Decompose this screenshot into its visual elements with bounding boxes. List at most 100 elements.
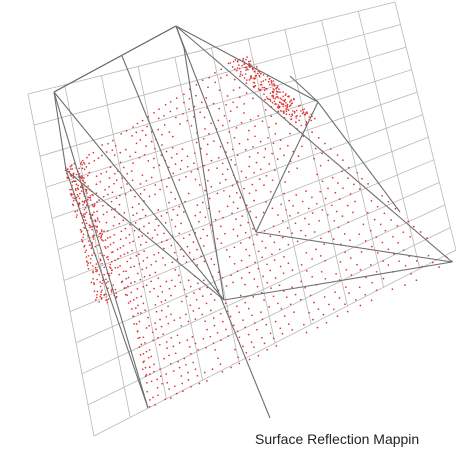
reflection-point xyxy=(125,286,127,289)
reflection-point xyxy=(199,237,202,240)
reflection-point xyxy=(113,154,116,156)
reflection-point xyxy=(236,67,239,69)
reflection-point xyxy=(231,184,234,187)
reflection-point xyxy=(173,319,176,322)
reflection-point xyxy=(188,108,190,111)
reflection-point xyxy=(335,210,338,213)
reflection-point xyxy=(251,314,253,317)
reflection-point xyxy=(278,107,280,109)
reflection-point xyxy=(221,276,224,279)
reflection-point xyxy=(164,398,167,401)
reflection-point xyxy=(207,169,210,171)
reflection-point xyxy=(150,176,153,179)
reflection-point xyxy=(120,186,123,189)
reflection-point xyxy=(85,222,88,224)
reflection-point xyxy=(130,282,132,284)
reflection-point xyxy=(119,265,121,267)
reflection-point xyxy=(84,213,86,215)
frame-edge xyxy=(289,75,319,103)
reflection-point xyxy=(196,248,198,251)
reflection-point xyxy=(269,98,272,101)
reflection-point xyxy=(218,89,221,92)
reflection-point xyxy=(261,256,263,259)
reflection-point xyxy=(96,296,98,299)
reflection-point xyxy=(195,83,198,86)
reflection-point xyxy=(123,287,126,289)
reflection-point xyxy=(282,99,285,102)
reflection-point xyxy=(107,258,109,261)
reflection-point xyxy=(96,290,99,293)
reflection-point xyxy=(102,279,104,282)
reflection-point xyxy=(236,305,238,308)
reflection-point xyxy=(230,366,232,369)
reflection-point xyxy=(158,108,160,110)
reflection-point xyxy=(239,75,241,78)
reflection-point xyxy=(80,186,82,188)
ground-grid xyxy=(27,1,456,437)
reflection-point xyxy=(157,209,160,211)
reflection-point xyxy=(150,140,153,143)
reflection-point xyxy=(365,276,367,279)
reflection-point xyxy=(193,105,196,108)
reflection-point xyxy=(180,375,183,377)
reflection-point xyxy=(164,222,167,224)
reflection-point xyxy=(179,248,182,251)
reflection-point xyxy=(349,257,352,259)
reflection-point xyxy=(248,155,251,158)
reflection-point xyxy=(371,281,374,284)
reflection-point xyxy=(332,238,335,240)
reflection-point xyxy=(252,97,254,100)
reflection-point xyxy=(83,226,85,229)
reflection-point xyxy=(306,111,308,113)
reflection-point xyxy=(182,112,184,115)
reflection-point xyxy=(304,234,307,237)
reflection-point xyxy=(71,181,74,183)
reflection-point xyxy=(353,183,355,186)
reflection-point xyxy=(101,289,103,292)
reflection-point xyxy=(172,208,175,211)
reflection-point xyxy=(169,397,172,399)
reflection-point xyxy=(109,266,111,268)
reflection-point xyxy=(253,171,256,174)
reflection-point xyxy=(233,78,236,81)
reflection-point xyxy=(84,219,87,222)
reflection-point xyxy=(72,199,75,202)
reflection-point xyxy=(174,269,177,271)
reflection-point xyxy=(92,225,94,228)
reflection-point xyxy=(313,301,315,304)
reflection-point xyxy=(206,143,209,146)
reflection-point xyxy=(263,86,266,89)
reflection-point xyxy=(105,151,108,153)
reflection-point xyxy=(221,124,224,127)
reflection-point xyxy=(264,109,267,111)
reflection-point xyxy=(203,260,206,263)
reflection-point xyxy=(168,131,171,133)
reflection-point xyxy=(133,265,136,268)
reflection-point xyxy=(209,335,212,338)
reflection-point xyxy=(291,102,293,104)
frame-edge xyxy=(223,261,453,301)
reflection-point xyxy=(303,108,306,110)
reflection-point xyxy=(72,193,74,196)
reflection-point xyxy=(175,116,177,119)
reflection-point xyxy=(151,237,154,239)
reflection-point xyxy=(131,249,133,252)
reflection-point xyxy=(81,222,84,224)
reflection-point xyxy=(361,177,363,180)
reflection-point xyxy=(183,101,185,104)
reflection-point xyxy=(136,330,139,333)
reflection-point xyxy=(271,179,274,182)
reflection-point xyxy=(311,196,313,199)
reflection-point xyxy=(160,325,163,328)
reflection-point xyxy=(123,212,126,214)
reflection-point xyxy=(344,303,346,306)
reflection-point xyxy=(129,266,132,269)
reflection-point xyxy=(99,180,102,183)
reflection-point xyxy=(190,170,193,173)
reflection-point xyxy=(256,65,258,68)
reflection-point xyxy=(70,194,73,197)
reflection-point xyxy=(243,103,246,105)
reflection-point xyxy=(375,270,378,273)
reflection-point xyxy=(126,260,129,263)
reflection-point xyxy=(271,95,273,97)
